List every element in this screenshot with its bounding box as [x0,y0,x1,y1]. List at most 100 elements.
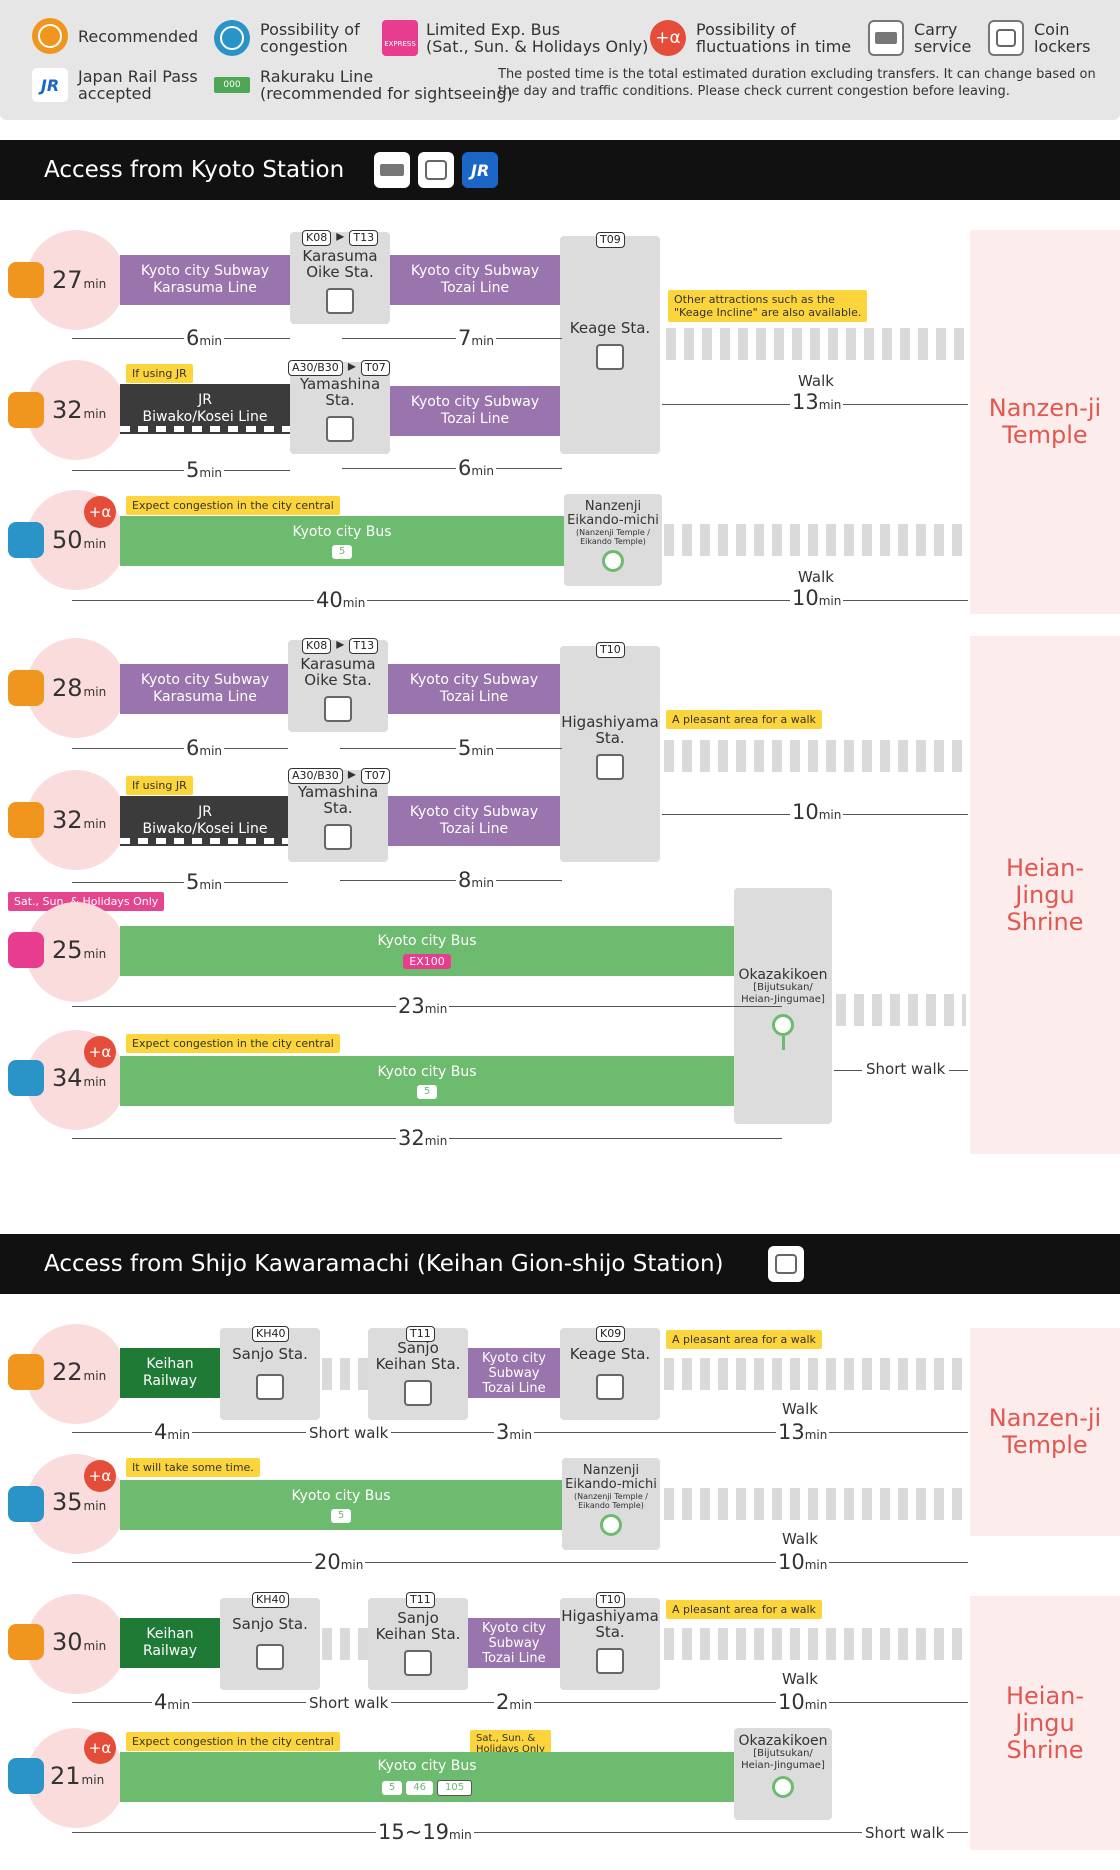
locker-icon [324,824,352,850]
plus-alpha-icon: +α [84,1732,116,1764]
duration: 32min [396,1126,450,1150]
locker-icon [256,1374,284,1400]
locker-icon [767,1246,804,1282]
duration: 6min [456,456,497,480]
section-kyoto-station-header: Access from Kyoto Station JR [0,140,1120,200]
station-sanjo: Sanjo Sta. [220,1328,320,1420]
stop-okazakikoen: Okazakikoen[Bijutsukan/Heian-Jingumae] [734,1728,832,1820]
tip-if-jr: If using JR [126,364,193,383]
smile-icon [32,18,68,54]
duration: 10min [790,800,844,824]
duration: 10min [776,1690,830,1714]
walk-stripes [664,1488,966,1520]
walk-label: Walk [782,1670,818,1688]
tip-weekend: Sat., Sun. & Holidays Only [8,892,165,911]
station-codes: K08 ▸ T13 [302,226,379,246]
tip-congestion: Expect congestion in the city central [126,1034,340,1053]
station-codes: K08 ▸ T13 [302,634,379,654]
total-time: 50min [52,526,107,554]
code-t11: T11 [406,1326,435,1342]
tip-congestion: Expect congestion in the city central [126,1732,340,1751]
station-codes: A30/B30 ▸ T07 [288,356,390,376]
code-kh40: KH40 [252,1592,290,1608]
duration: 5min [456,736,497,760]
total-time: 35min [52,1488,107,1516]
total-time: 34min [52,1064,107,1092]
duration: 13min [776,1420,830,1444]
duration: 10min [790,586,844,610]
duration: 5min [184,870,225,894]
walk-stripes [836,994,966,1026]
truck-icon [374,152,411,188]
locker-icon [596,1374,624,1400]
walk-label: Walk [798,568,834,586]
total-time: 22min [52,1358,107,1386]
locker-icon [596,344,624,370]
tip-pleasant: A pleasant area for a walk [666,1330,822,1349]
jr-icon: JR [462,152,499,188]
truck-icon [868,20,904,56]
recommended-icon [8,1624,44,1660]
walk-label: Walk [798,372,834,390]
locker-icon [596,754,624,780]
short-walk-label: Short walk [306,1694,392,1712]
duration: 5min [184,458,225,482]
station-keage: Keage Sta. [560,1328,660,1420]
duration: 23min [396,994,450,1018]
short-walk-label: Short walk [862,1060,950,1078]
total-time: 28min [52,674,107,702]
duration: 3min [494,1420,535,1444]
jr-icon: JR [32,68,68,102]
express-bus-icon: EXPRESS [382,20,418,56]
code-t09: T09 [596,232,625,248]
duration: 20min [312,1550,366,1574]
locker-icon [324,696,352,722]
walk-stripes [664,740,966,772]
bus-stop-icon [602,550,624,572]
short-walk-label: Short walk [306,1424,392,1442]
recommended-icon [8,1354,44,1390]
duration: 40min [314,588,368,612]
total-time: 30min [52,1628,107,1656]
recommended-icon [8,392,44,428]
locker-icon [326,416,354,442]
plus-alpha-icon: +α [84,1460,116,1492]
locker-icon [256,1644,284,1670]
recommended-icon [8,802,44,838]
congestion-icon [8,1486,44,1522]
code-kh40: KH40 [252,1326,290,1342]
tip-if-jr: If using JR [126,776,193,795]
station-sanjo: Sanjo Sta. [220,1598,320,1690]
locker-icon [326,288,354,314]
walk-label: Walk [782,1400,818,1418]
code-t11: T11 [406,1592,435,1608]
duration: 6min [184,326,225,350]
recommended-icon [8,262,44,298]
duration: 15~19min [376,1820,474,1844]
congestion-icon [8,522,44,558]
station-codes: A30/B30 ▸ T07 [288,764,390,784]
section-shijo-header: Access from Shijo Kawaramachi (Keihan Gi… [0,1234,1120,1294]
